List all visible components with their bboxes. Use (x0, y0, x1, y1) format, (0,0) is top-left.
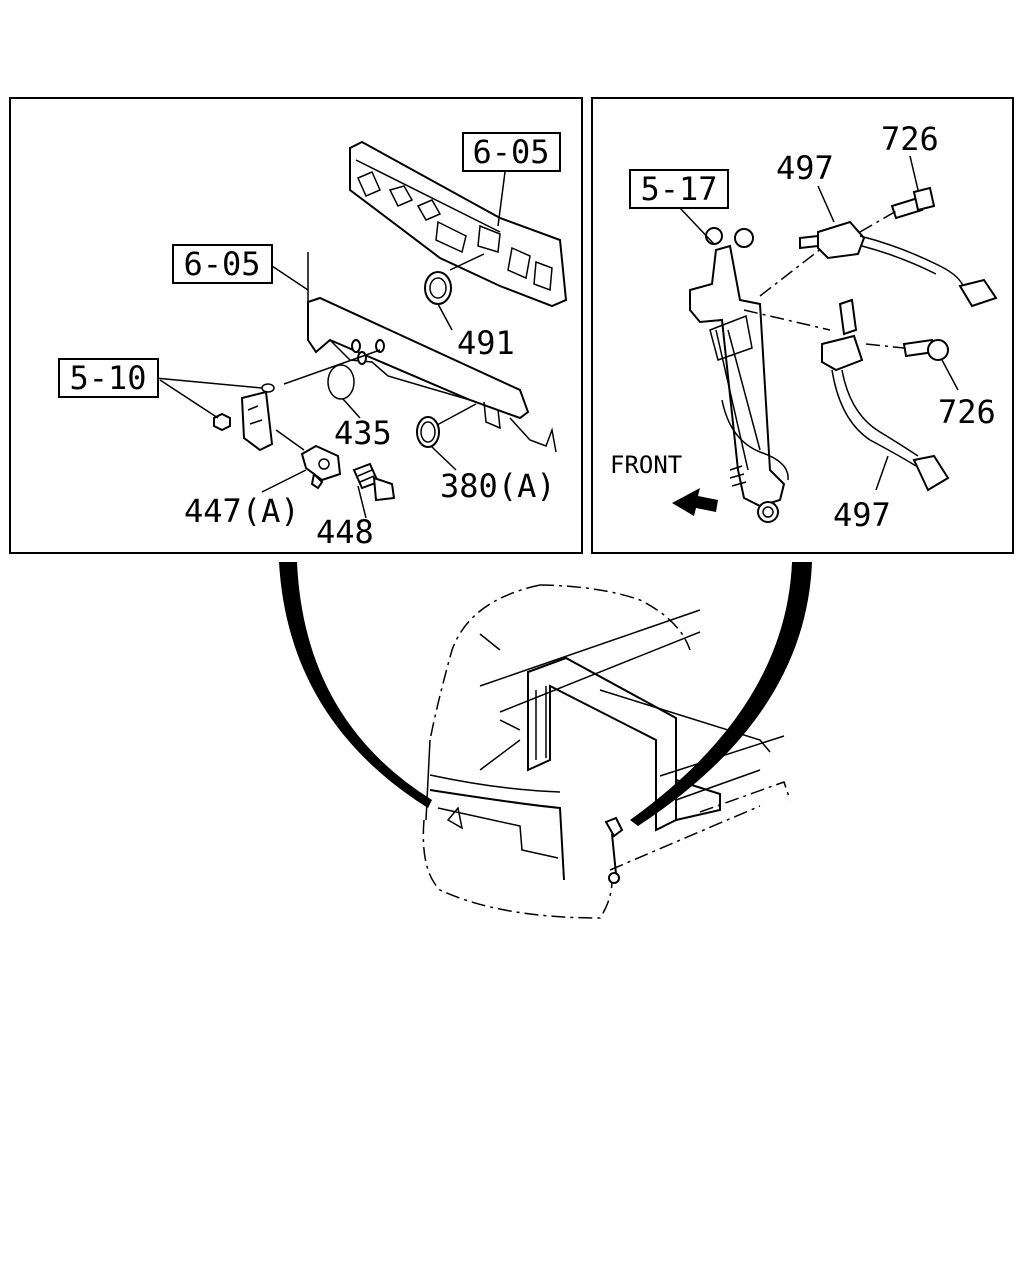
label-491: 491 (457, 324, 515, 362)
left-panel-frame (9, 97, 583, 554)
studs-drawing (351, 339, 385, 365)
valve-497-lower-drawing (821, 298, 950, 492)
left-callout-arc (279, 562, 432, 808)
bolt-726-upper-drawing (890, 186, 936, 220)
upper-bracket-drawing (349, 140, 568, 308)
right-callout-arc (630, 562, 812, 826)
ref-box-6-05-top (462, 132, 561, 172)
seal-ring-491 (424, 271, 452, 305)
left-leader-lines (154, 171, 506, 519)
ref-label-6-05-mid: 6-05 (183, 245, 260, 283)
bolt-726-lower-drawing (902, 338, 949, 361)
front-arrow-icon (672, 488, 718, 516)
ref-label-5-10: 5-10 (69, 359, 146, 397)
truck-cab-drawing (422, 584, 791, 919)
label-435: 435 (334, 414, 392, 452)
ref-label-5-17: 5-17 (640, 170, 717, 208)
front-label: FRONT (610, 451, 682, 479)
lower-bracket-drawing (307, 252, 557, 453)
right-leader-lines (679, 155, 959, 491)
label-497-top: 497 (776, 149, 834, 187)
label-497-bottom: 497 (833, 496, 891, 534)
valve-497-upper-drawing (799, 220, 998, 308)
label-726-bottom: 726 (938, 393, 996, 431)
label-726-top: 726 (881, 120, 939, 158)
label-448: 448 (316, 513, 374, 551)
ref-box-6-05-mid (172, 244, 273, 284)
gasket-435 (327, 364, 355, 400)
damper-assembly-drawing (689, 227, 789, 523)
label-380a: 380(A) (440, 467, 556, 505)
ref-label-6-05-top: 6-05 (472, 133, 549, 171)
label-447a: 447(A) (184, 492, 300, 530)
sensor-447a-drawing (300, 444, 342, 490)
ref-box-5-17 (629, 169, 729, 209)
bolt-448-drawing (352, 462, 396, 502)
ref-box-5-10 (58, 358, 159, 398)
